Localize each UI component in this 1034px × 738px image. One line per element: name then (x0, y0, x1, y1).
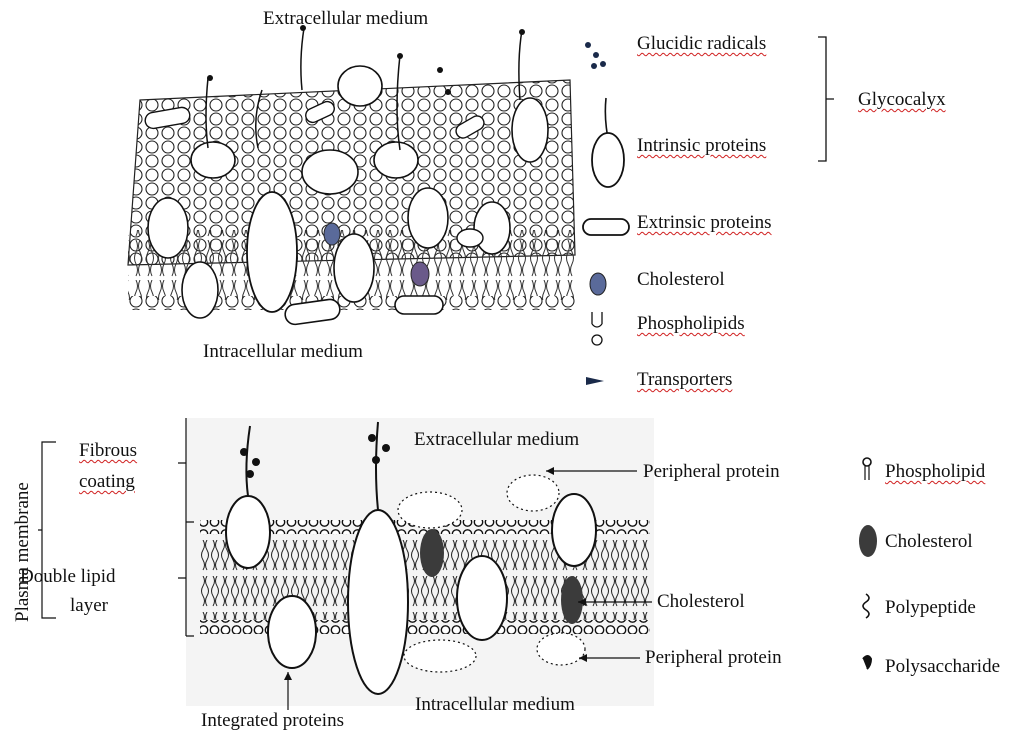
peripheral-protein-bottom-label: Peripheral protein (645, 648, 782, 669)
legend-phospholipid: Phospholipid (885, 462, 985, 483)
top-membrane-drawing (128, 25, 575, 326)
peripheral-protein-top-label: Peripheral protein (643, 462, 780, 483)
fibrous-label-line1: Fibrous (79, 441, 137, 462)
bottom-extracellular-label: Extracellular medium (414, 430, 579, 451)
top-intracellular-label: Intracellular medium (203, 342, 363, 363)
fibrous-label-line2: coating (79, 472, 135, 493)
bottom-intracellular-label: Intracellular medium (415, 695, 575, 716)
legend-extrinsic-proteins: Extrinsic proteins (637, 213, 772, 234)
double-lipid-label-line2: layer (70, 596, 108, 617)
legend-glucidic-radicals: Glucidic radicals (637, 34, 766, 55)
legend-glycocalyx: Glycocalyx (858, 90, 946, 111)
legend-polysaccharide: Polysaccharide (885, 657, 1000, 678)
plasma-membrane-label: Plasma membrane (12, 482, 34, 622)
top-extracellular-label: Extracellular medium (263, 9, 428, 30)
double-lipid-label-line1: Double lipid (20, 567, 116, 588)
legend-cholesterol-bottom: Cholesterol (885, 532, 973, 553)
legend-polypeptide: Polypeptide (885, 598, 976, 619)
legend-intrinsic-proteins: Intrinsic proteins (637, 136, 766, 157)
legend-transporters: Transporters (637, 370, 732, 391)
legend-cholesterol: Cholesterol (637, 270, 725, 291)
integrated-proteins-label: Integrated proteins (201, 711, 344, 732)
legend-phospholipids: Phospholipids (637, 314, 745, 335)
bottom-legend-icons (859, 458, 877, 669)
cholesterol-pointer-label: Cholesterol (657, 592, 745, 613)
